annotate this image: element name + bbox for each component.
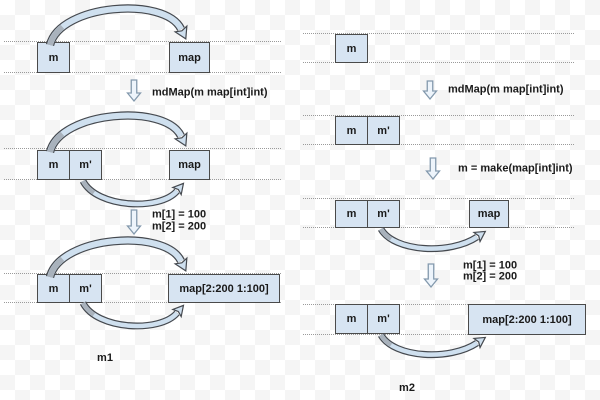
down-arrow-m2-step3 <box>423 263 439 289</box>
dotted-line <box>4 148 281 149</box>
arrowhead <box>171 182 185 197</box>
box-m1-r1-m: m <box>37 42 70 73</box>
label-m2-step3-line1: m[1] = 100 <box>463 259 518 272</box>
label-m1-step2-line2: m[2] = 200 <box>152 220 207 233</box>
caption-m1: m1 <box>97 352 113 364</box>
caption-m2: m2 <box>399 382 415 394</box>
box-m2-r4-map-final: map[2:200 1:100] <box>468 304 586 335</box>
arrowhead <box>173 256 188 272</box>
box-m2-r3-map: map <box>469 200 509 228</box>
dotted-line <box>303 144 574 145</box>
dotted-line <box>303 33 574 34</box>
curved-arrow-m1-row1 <box>45 4 188 47</box>
curved-arrow-m1-row3-top <box>45 236 188 279</box>
arrowhead <box>171 304 185 319</box>
label-m1-step1: mdMap(m map[int]int) <box>152 86 268 99</box>
curved-arrow-m1-row2-bottom <box>79 179 185 208</box>
box-m1-r1-map: map <box>169 42 210 73</box>
down-arrow-m2-step2 <box>425 157 441 181</box>
box-m2-r4-m: m <box>335 304 368 334</box>
curved-arrow-m2-row4-bottom <box>377 332 487 359</box>
box-m2-r1-m: m <box>335 34 368 63</box>
box-m1-r3-map-final: map[2:200 1:100] <box>168 274 280 303</box>
curved-arrow-m1-row3-bottom <box>79 301 185 330</box>
dotted-line <box>303 62 574 63</box>
down-arrow-m1-step1 <box>126 79 142 103</box>
box-m1-r2-mprime: m' <box>69 150 102 180</box>
label-m2-step3-line2: m[2] = 200 <box>463 270 518 283</box>
box-m2-r2-m: m <box>335 116 368 145</box>
box-m1-r3-m: m <box>37 274 70 303</box>
down-arrow-m1-step2 <box>126 209 142 236</box>
dotted-line <box>303 304 574 305</box>
arrowhead <box>472 230 487 244</box>
box-m1-r2-m: m <box>37 150 70 180</box>
curved-arrow-m1-row2-top <box>45 111 188 154</box>
arrowhead <box>173 24 188 40</box>
arrowhead <box>173 131 188 147</box>
label-m2-step1: mdMap(m map[int]int) <box>448 83 564 96</box>
label-m2-step2: m = make(map[int]int) <box>458 162 573 175</box>
box-m1-r2-map: map <box>169 150 210 180</box>
curved-arrow-m2-row3-bottom <box>377 226 487 253</box>
dotted-line <box>4 72 281 73</box>
box-m2-r4-mprime: m' <box>367 304 400 334</box>
down-arrow-m2-step1 <box>422 80 438 101</box>
dotted-line <box>303 198 574 199</box>
arrowhead <box>472 336 487 350</box>
box-m1-r3-mprime: m' <box>69 274 102 303</box>
label-m1-step2-line1: m[1] = 100 <box>152 208 207 221</box>
dotted-line <box>303 115 574 116</box>
box-m2-r2-mprime: m' <box>367 116 400 145</box>
box-m2-r3-mprime: m' <box>367 200 400 228</box>
box-m2-r3-m: m <box>335 200 368 228</box>
